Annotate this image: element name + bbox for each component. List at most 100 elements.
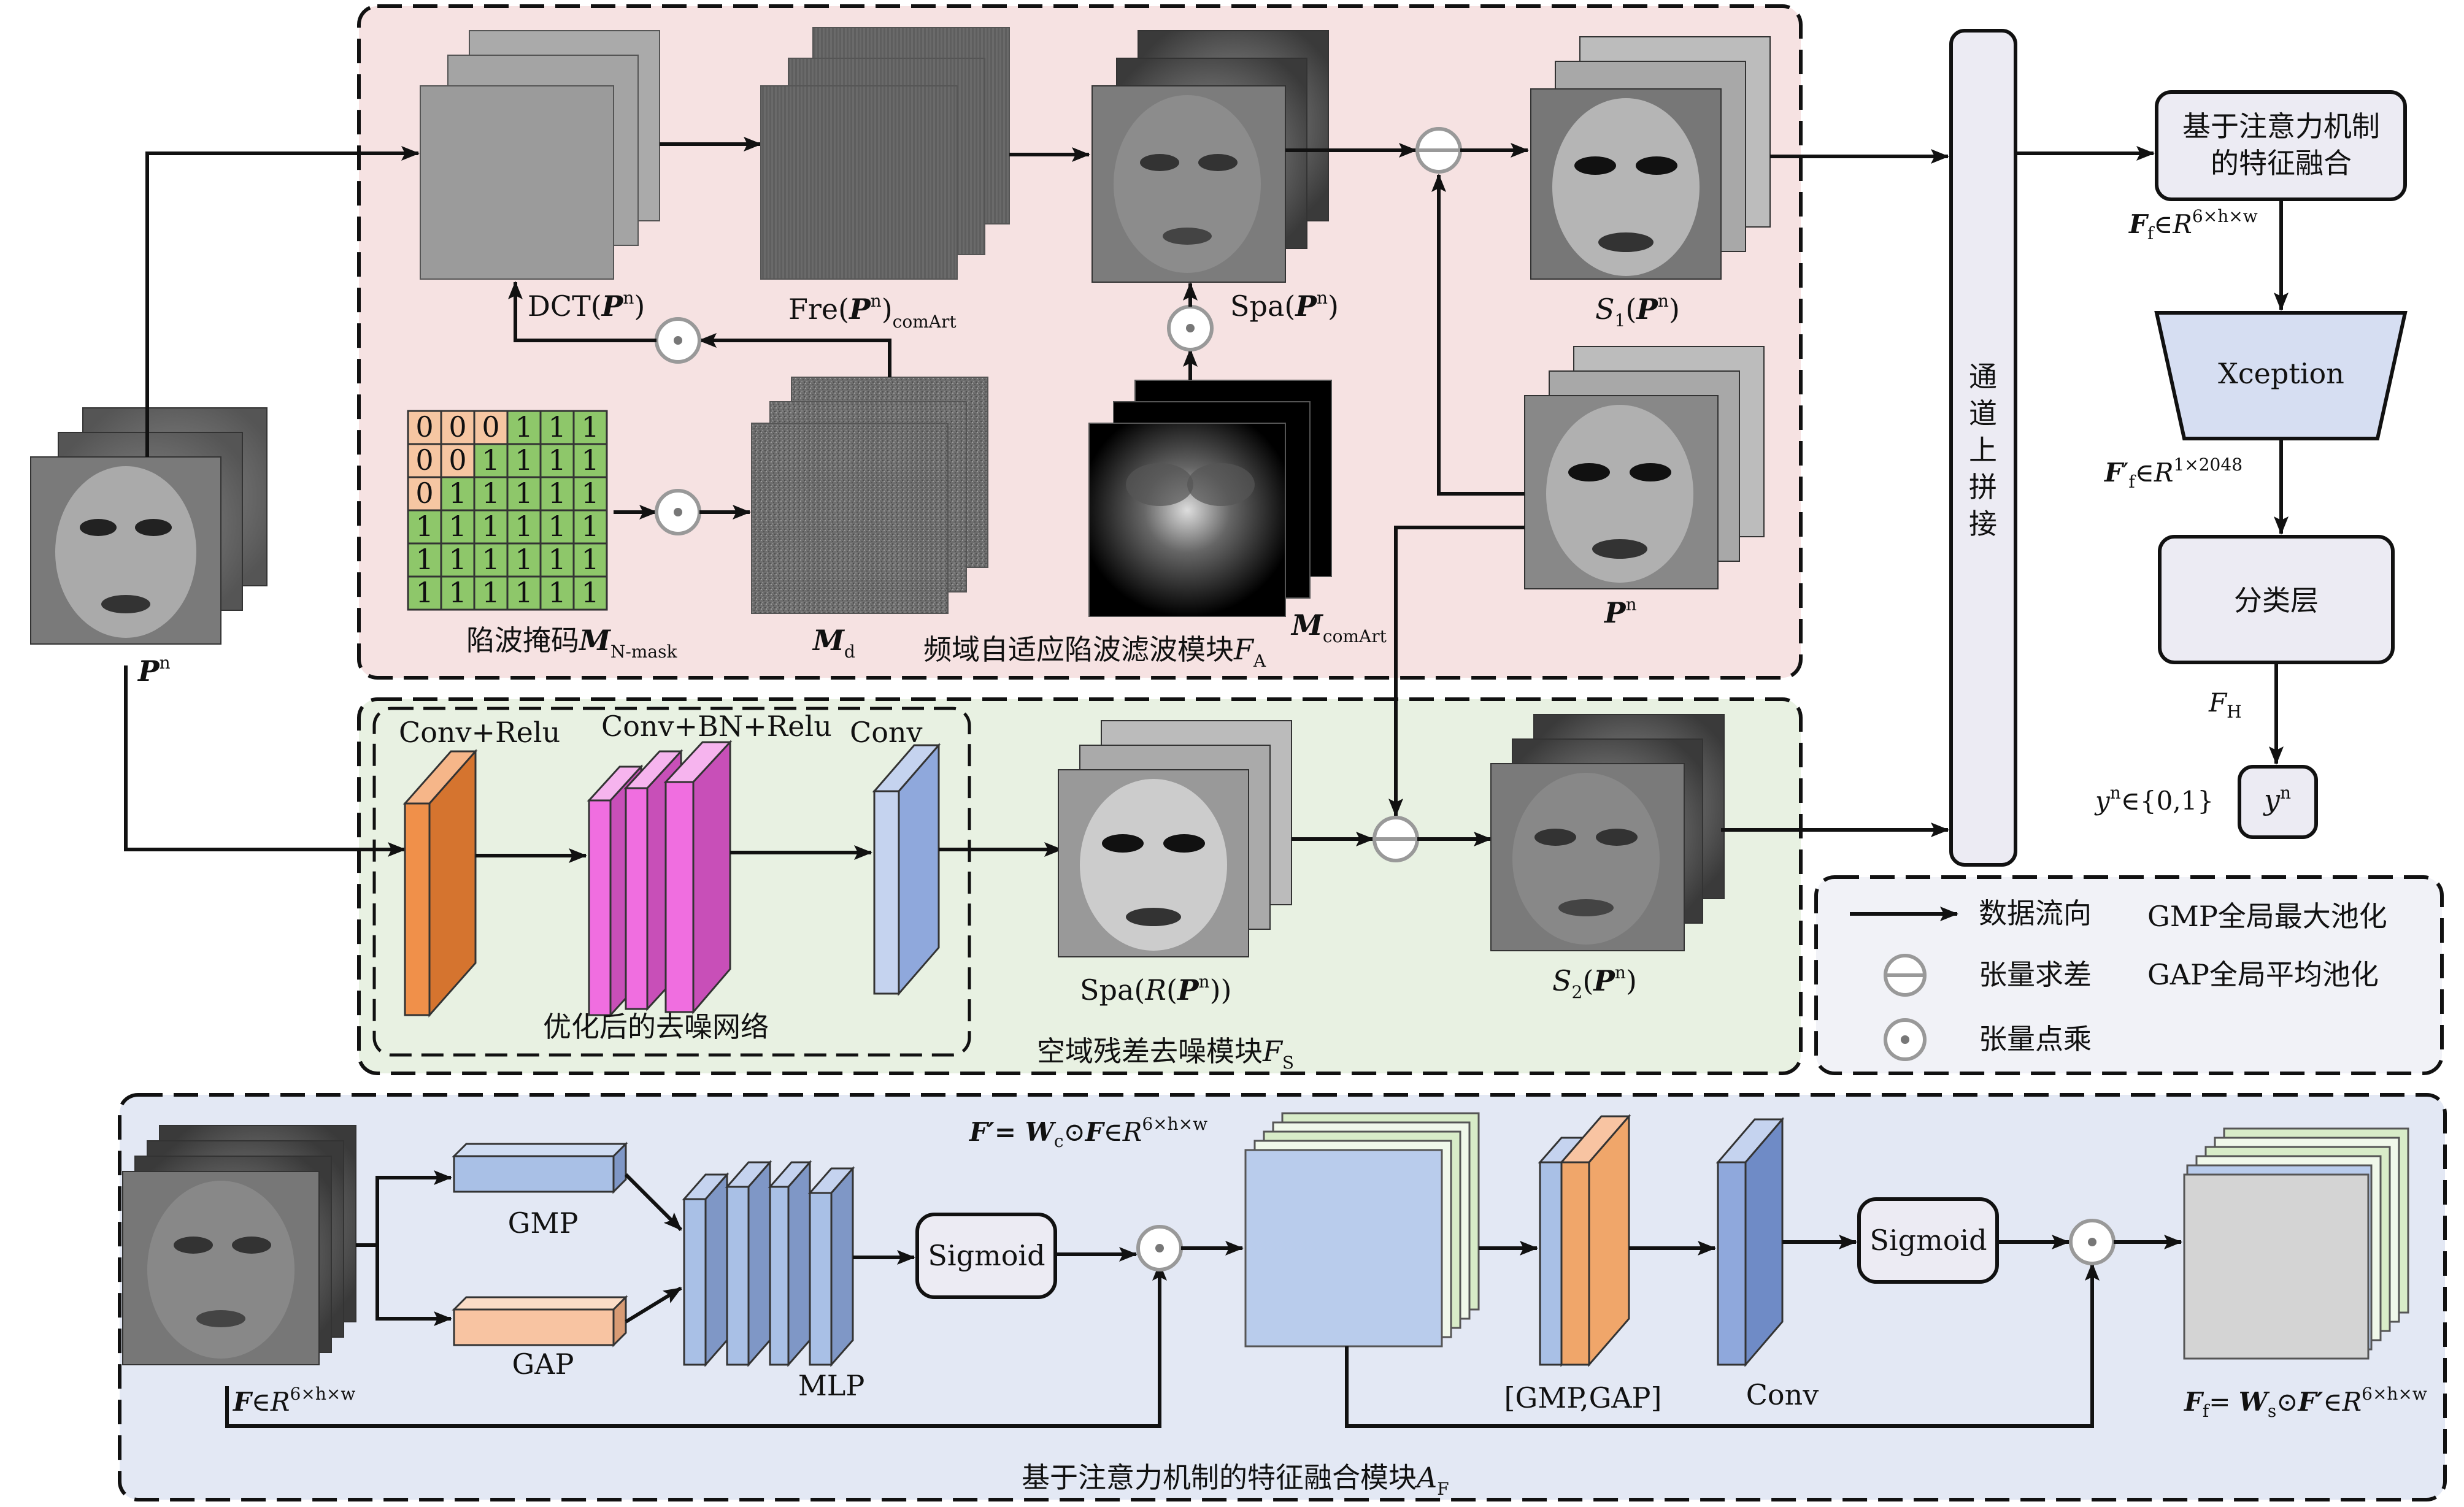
mask-cell-value: 0 — [415, 443, 433, 477]
af-input-label: F∈R6×h×w — [233, 1384, 355, 1417]
dct-stack — [420, 30, 660, 280]
ffp-label: F′f∈R1×2048 — [2104, 454, 2243, 492]
mask-cell-value: 1 — [548, 410, 566, 443]
fusion-line1: 基于注意力机制 — [2182, 110, 2380, 143]
legend-flow-label: 数据流向 — [1979, 897, 2092, 930]
legend-box — [1814, 875, 2444, 1075]
conv-layer-af — [1715, 1116, 1785, 1368]
mask-cell-value: 0 — [482, 410, 499, 443]
mask-cell — [539, 509, 575, 545]
xception-block — [2154, 311, 2408, 440]
mask-cell-value: 0 — [415, 410, 433, 443]
gap-label: GAP — [512, 1348, 574, 1381]
arrow-af-to-gmp — [375, 1170, 452, 1245]
mask-cell — [539, 476, 575, 512]
mask-cell — [407, 542, 442, 578]
dct-label: DCT(Pn) — [528, 288, 645, 323]
s1-stack — [1530, 36, 1771, 280]
conv-bn-relu-label: Conv+BN+Relu — [601, 710, 832, 743]
mask-cell-value: 1 — [449, 477, 466, 510]
mask-cell-value: 1 — [515, 576, 533, 609]
fre-stack — [760, 27, 1010, 280]
mask-cell-value: 1 — [449, 510, 466, 543]
arrow-af-skip-to-dot1 — [225, 1262, 1167, 1428]
fh-label: FH — [2208, 688, 2242, 722]
fprime-stack — [1244, 1112, 1480, 1348]
fusion-box — [2155, 90, 2407, 201]
arrow-af-to-gap — [375, 1245, 452, 1326]
mask-cell-value: 1 — [581, 543, 599, 576]
svg-text:上: 上 — [1969, 434, 1997, 467]
fre-label: Fre(Pn)comArt — [788, 291, 957, 332]
arrow-gmp-to-mlp — [624, 1173, 683, 1232]
mask-cell-value: 1 — [548, 477, 566, 510]
arrow-md-to-dot2 — [698, 333, 891, 377]
mask-cell-value: 1 — [515, 510, 533, 543]
mask-cell-value: 1 — [482, 510, 499, 543]
mask-cell-value: 1 — [482, 543, 499, 576]
gmp-bar — [452, 1141, 628, 1194]
gap-bar — [452, 1295, 628, 1348]
conv-relu-layer — [402, 749, 478, 1018]
ff-label: Ff∈R6×h×w — [2128, 206, 2258, 243]
mask-cell — [539, 575, 575, 611]
conv-label-af: Conv — [1746, 1378, 1819, 1411]
s1-label: S1(Pn) — [1595, 291, 1680, 331]
ff-output-stack — [2183, 1127, 2409, 1360]
conv-layer-fs — [872, 742, 941, 997]
fprime-label: F′= Wc⊙F∈R6×h×w — [969, 1114, 1207, 1151]
s2-label: S2(Pn) — [1552, 962, 1637, 1002]
mask-cell-value: 1 — [449, 543, 466, 576]
legend-gap-label: GAP全局平均池化 — [2147, 958, 2379, 991]
mask-cell-value: 0 — [415, 477, 433, 510]
arrow-input-to-denoise — [124, 665, 406, 857]
input-face-stack — [30, 407, 268, 645]
svg-text:道: 道 — [1969, 397, 1997, 430]
mask-cell-value: 1 — [581, 410, 599, 443]
mask-cell — [572, 443, 608, 478]
pn-stack — [1524, 346, 1765, 589]
module-fa-title: 频域自适应陷波滤波模块FA — [923, 633, 1266, 671]
mask-cell — [572, 476, 608, 512]
spa-stack — [1091, 30, 1329, 283]
svg-text:拼: 拼 — [1969, 470, 1997, 504]
mask-cell-value: 1 — [548, 510, 566, 543]
legend-gmp-label: GMP全局最大池化 — [2147, 900, 2387, 933]
mlp-block — [682, 1160, 855, 1367]
mask-cell — [473, 410, 509, 445]
mask-cell-value: 1 — [581, 443, 599, 477]
arrow-pn-to-diff-fs — [1388, 526, 1525, 817]
spar-stack — [1058, 720, 1292, 957]
mask-cell — [572, 575, 608, 611]
mask-cell-value: 1 — [415, 576, 433, 609]
pn-label: Pn — [1603, 594, 1637, 629]
output-label: yn — [2263, 783, 2291, 816]
mask-cell-value: 0 — [449, 443, 466, 477]
concat-bar — [1949, 29, 2017, 867]
mask-cell — [440, 509, 475, 545]
mask-cell — [407, 476, 442, 512]
mask-cell-value: 1 — [515, 443, 533, 477]
mask-cell-value: 1 — [548, 443, 566, 477]
arrow-gap-to-mlp — [625, 1286, 682, 1324]
legend-dot-label: 张量点乘 — [1979, 1022, 2092, 1056]
gmp-gap-label: [GMP,GAP] — [1504, 1381, 1662, 1414]
mask-cell-value: 1 — [581, 510, 599, 543]
mask-cell-value: 1 — [415, 543, 433, 576]
mask-cell — [572, 542, 608, 578]
arrow-pn-to-diff-fa — [1431, 174, 1525, 496]
input-label: Pn — [137, 653, 171, 688]
mcomart-stack — [1088, 380, 1332, 617]
mask-cell-value: 1 — [548, 543, 566, 576]
md-noise-stack — [751, 377, 988, 614]
gmp-label: GMP — [508, 1206, 579, 1240]
xception-label: Xception — [2218, 357, 2344, 390]
mask-cell-value: 1 — [548, 576, 566, 609]
denoise-net-caption: 优化后的去噪网络 — [543, 1010, 769, 1043]
gmp-gap-layer — [1538, 1113, 1631, 1368]
sigmoid2-label: Sigmoid — [1869, 1224, 1987, 1257]
mask-cell — [440, 476, 475, 512]
af-input-stack — [122, 1125, 356, 1365]
mask-cell-value: 0 — [449, 410, 466, 443]
